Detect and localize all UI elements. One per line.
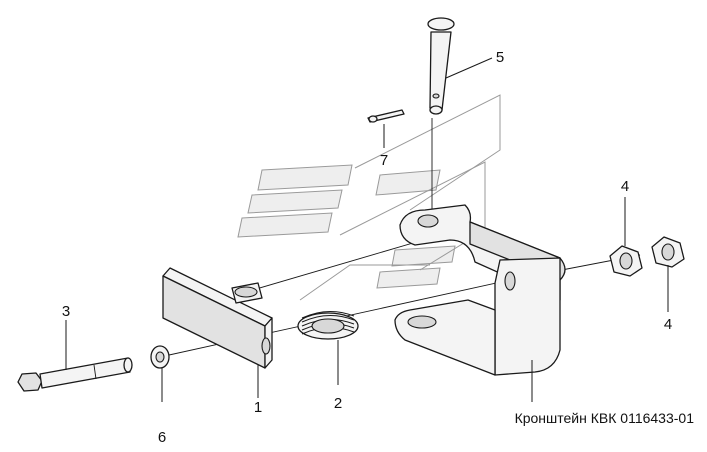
callout-3: 3 bbox=[62, 303, 70, 320]
nut-front bbox=[651, 236, 685, 268]
callout-2: 2 bbox=[334, 395, 342, 412]
bolt bbox=[17, 357, 133, 392]
u-bracket bbox=[394, 204, 566, 376]
leader-lines bbox=[65, 57, 669, 402]
callout-6: 6 bbox=[158, 429, 166, 446]
plate bbox=[162, 267, 273, 369]
callout-7: 7 bbox=[380, 152, 388, 169]
cotter-pin bbox=[367, 109, 405, 123]
washer bbox=[150, 345, 170, 369]
pin bbox=[427, 17, 455, 115]
callout-4-bottom: 4 bbox=[664, 316, 672, 333]
callout-5: 5 bbox=[496, 49, 504, 66]
callout-1: 1 bbox=[254, 399, 262, 416]
spring bbox=[297, 311, 359, 340]
nut-rear bbox=[609, 245, 643, 277]
diagram-caption: Кронштейн КВК 0116433-01 bbox=[515, 410, 695, 426]
callout-4-top: 4 bbox=[621, 178, 629, 195]
watermark-logo bbox=[237, 94, 501, 301]
